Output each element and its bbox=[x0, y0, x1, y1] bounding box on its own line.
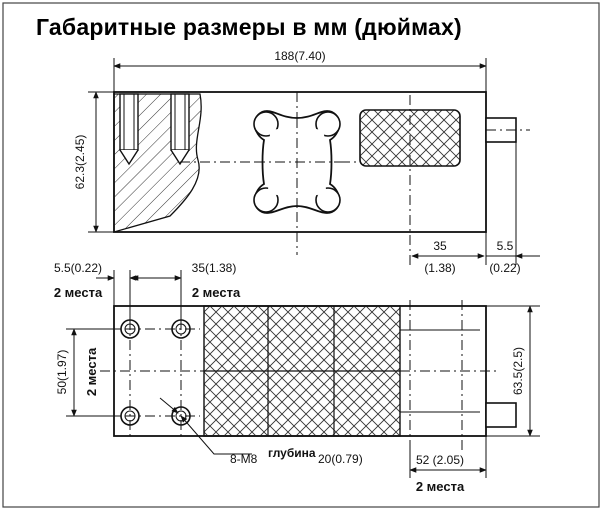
cable-offset-in: (1.38) bbox=[424, 261, 455, 275]
bottom-view: 5.5(0.22) 2 места 35(1.38) 2 места 50(1.… bbox=[54, 261, 540, 494]
overall-length-label: 188(7.40) bbox=[274, 49, 325, 63]
edge-hole-note: 2 места bbox=[54, 285, 103, 300]
width-hole-note: 2 места bbox=[84, 347, 99, 396]
depth-label: глубина bbox=[268, 446, 316, 460]
height-label: 62.3(2.45) bbox=[73, 135, 87, 190]
top-view: 188(7.40) 62.3(2.45) 35 (1.38) 5.5 (0.22… bbox=[73, 49, 540, 275]
bolt-left bbox=[119, 93, 139, 166]
drawing-title: Габаритные размеры в мм (дюймах) bbox=[36, 14, 462, 40]
hole-pitch-note: 2 места bbox=[192, 285, 241, 300]
cable-len-mm: 5.5 bbox=[497, 239, 514, 253]
gauge-cover bbox=[359, 109, 461, 167]
cable-bottom bbox=[485, 402, 517, 428]
cable-offset-mm: 35 bbox=[433, 239, 447, 253]
end-distance-note: 2 места bbox=[416, 479, 465, 494]
bolt-right bbox=[170, 93, 190, 166]
width-label: 63.5(2.5) bbox=[511, 347, 525, 395]
thread-label: 8-M8 bbox=[230, 452, 258, 466]
cable-len-in: (0.22) bbox=[489, 261, 520, 275]
depth-value: 20(0.79) bbox=[318, 452, 363, 466]
end-distance-label: 52 (2.05) bbox=[416, 453, 464, 467]
edge-hole-label: 5.5(0.22) bbox=[54, 261, 102, 275]
hole-pitch-label: 35(1.38) bbox=[192, 261, 237, 275]
width-hole-pitch: 50(1.97) bbox=[55, 350, 69, 395]
